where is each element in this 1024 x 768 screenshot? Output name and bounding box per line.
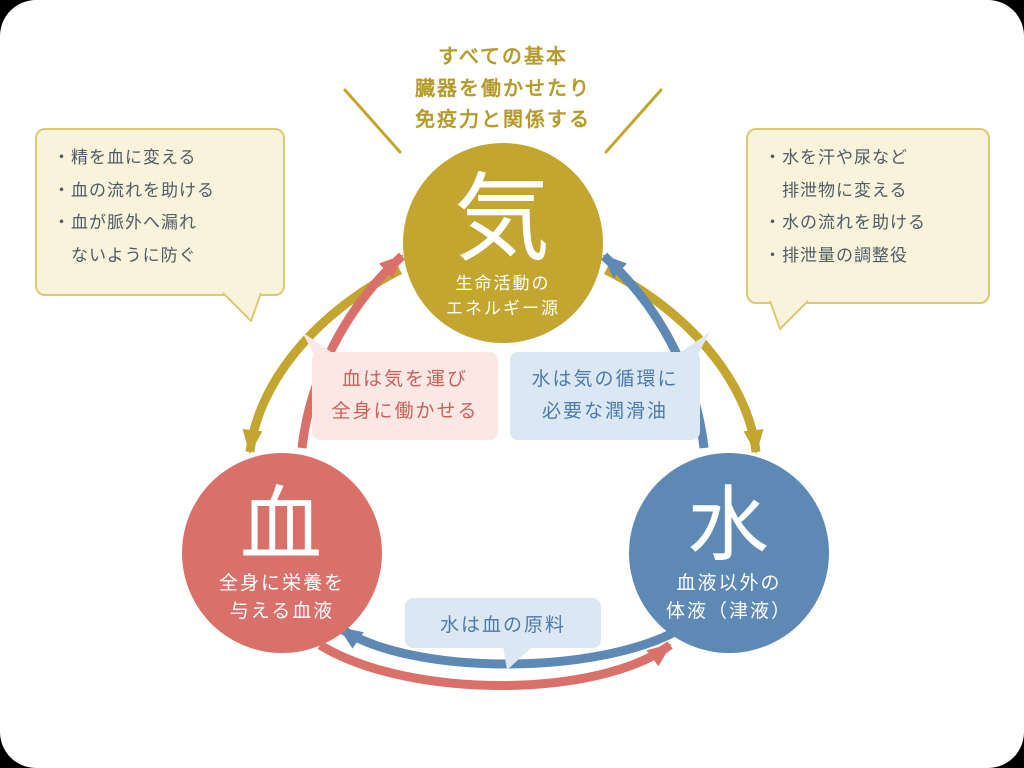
bubble-tail [222, 292, 262, 322]
bubble-tail [503, 646, 533, 670]
emphasis-ray-right [604, 88, 663, 154]
bubble-line: ないように防ぐ [53, 245, 197, 265]
sui-function-bubble: ・水を汗や尿など 排泄物に変える ・水の流れを助ける ・排泄量の調整役 [746, 128, 990, 330]
ki-annotation-line: 免疫力と関係する [415, 109, 591, 132]
ki-circle: 気 生命活動の エネルギー源 [403, 143, 603, 343]
bubble-line: ・血の流れを助ける [53, 180, 215, 200]
ki-caption: 生命活動の [455, 273, 551, 293]
arrow-ketsu-to-ki [297, 252, 406, 449]
ki-caption: エネルギー源 [446, 299, 560, 319]
emphasis-ray-left [343, 88, 402, 154]
bubble-tail [302, 332, 340, 358]
sui-caption: 体液（津液） [665, 601, 792, 623]
ki-annotation-line: すべての基本 [438, 46, 568, 68]
bubble-line: ・排泄量の調整役 [764, 245, 908, 265]
bubble-line: 必要な潤滑油 [541, 401, 668, 422]
bubble-tail [769, 300, 809, 330]
bubble-line: ・水の流れを助ける [764, 213, 926, 233]
bubble-line: 排泄物に変える [764, 180, 908, 200]
sui-ketsu-relation-bubble: 水は血の原料 [405, 598, 601, 670]
ketsu-function-bubble: ・精を血に変える ・血の流れを助ける ・血が脈外へ漏れ ないように防ぐ [35, 128, 285, 322]
bubble-line: 水は気の循環に [531, 368, 679, 390]
bubble-line: ・精を血に変える [53, 148, 197, 167]
ki-annotation-line: 臓器を働かせたり [415, 77, 591, 100]
bubble-line: 水は血の原料 [439, 614, 566, 636]
ketsu-circle: 血 全身に栄養を 与える血液 [182, 453, 382, 653]
bubble-line: ・血が脈外へ漏れ [53, 213, 197, 233]
ki-character: 気 [454, 166, 552, 274]
sui-caption: 血液以外の [676, 572, 782, 594]
bubble-line: 血は気を運び [341, 368, 468, 390]
arrow-ketsu-to-sui [317, 641, 673, 690]
sui-circle: 水 血液以外の 体液（津液） [629, 453, 829, 653]
ketsu-character: 血 [239, 480, 324, 572]
ketsu-ki-relation-bubble: 血は気を運び 全身に働かせる [302, 332, 498, 440]
ketsu-caption: 全身に栄養を [218, 572, 345, 594]
bubble-line: ・水を汗や尿など [764, 148, 908, 167]
bubble-line: 全身に働かせる [331, 401, 479, 422]
ketsu-caption: 与える血液 [229, 601, 335, 623]
ki-annotation: すべての基本 臓器を働かせたり 免疫力と関係する [353, 42, 653, 137]
sui-ki-relation-bubble: 水は気の循環に 必要な潤滑油 [510, 332, 710, 440]
bubble-tail [672, 332, 710, 358]
sui-character: 水 [686, 480, 771, 572]
